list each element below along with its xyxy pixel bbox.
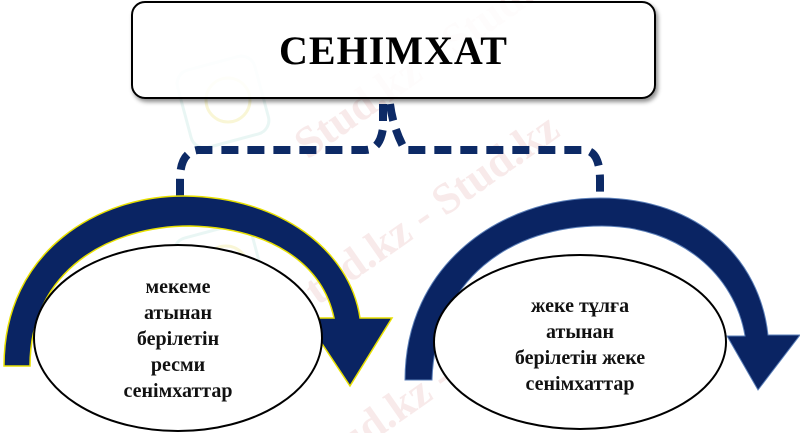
- right-curved-arrow: [404, 197, 800, 391]
- left-branch-line: атынан: [144, 302, 212, 324]
- right-branch-line: берілетін жеке: [514, 347, 646, 369]
- right-branch-line: атынан: [546, 321, 614, 343]
- left-curved-arrow: [3, 195, 394, 388]
- left-branch-line: ресми: [150, 354, 206, 376]
- left-branch-line: берілетін: [136, 328, 220, 350]
- left-branch-line: мекеме: [145, 276, 211, 298]
- right-branch-text: жеке тұлға атынан берілетін жеке сенімха…: [470, 290, 690, 400]
- diagram-title: СЕНІМХАТ: [279, 27, 508, 73]
- left-branch-text: мекеме атынан берілетін ресми сенімхатта…: [60, 270, 296, 408]
- dashed-connector: [176, 103, 604, 196]
- right-oval: [433, 254, 727, 430]
- right-branch-line: сенімхаттар: [525, 373, 635, 395]
- left-branch-line: сенімхаттар: [123, 380, 233, 402]
- left-oval: [33, 244, 323, 432]
- title-box: СЕНІМХАТ: [131, 1, 656, 99]
- right-branch-line: жеке тұлға: [530, 295, 630, 317]
